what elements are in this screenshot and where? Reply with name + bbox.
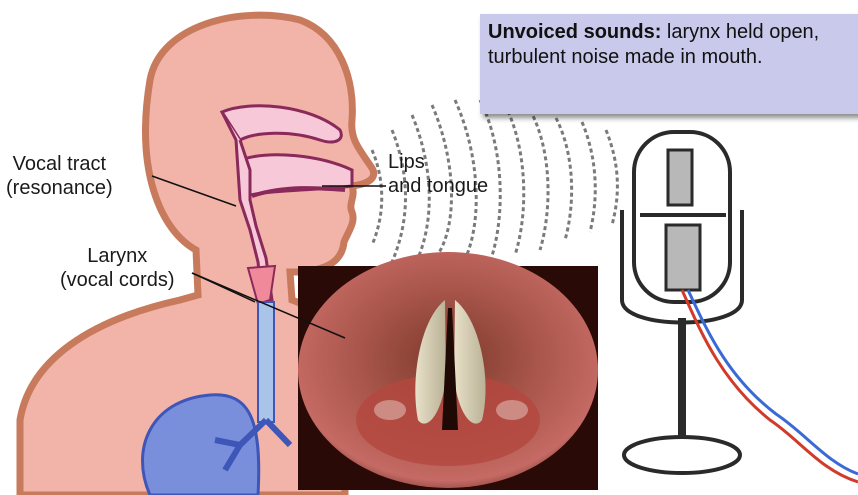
microphone-illustration [622,132,858,482]
lips-label-line2: and tongue [388,174,488,198]
larynx-label-line2: (vocal cords) [60,268,174,292]
vocal-tract-label-line1: Vocal tract [6,152,113,176]
callout-heading: Unvoiced sounds: [488,21,661,43]
lips-label-line1: Lips [388,150,488,174]
mic-base [624,437,740,473]
unvoiced-sounds-callout: Unvoiced sounds: larynx held open, turbu… [480,14,858,114]
vocal-cords-photo [298,252,598,490]
lips-label: Lips and tongue [388,150,488,198]
larynx-label: Larynx (vocal cords) [60,244,174,292]
vocal-tract-label-line2: (resonance) [6,176,113,200]
larynx-label-line1: Larynx [60,244,174,268]
vocal-tract-label: Vocal tract (resonance) [6,152,113,200]
trachea [258,302,274,422]
